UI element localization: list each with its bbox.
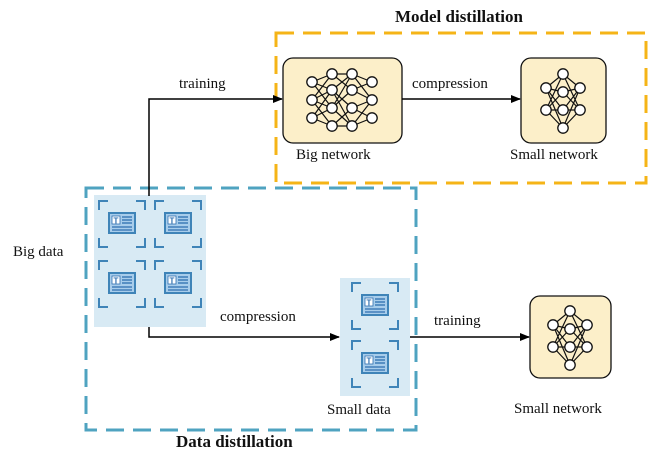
training-edge-label-bottom: training [434, 313, 481, 329]
small-network-label-bottom: Small network [514, 401, 602, 417]
training-arrow-top [148, 95, 283, 196]
small-network-label-top: Small network [510, 147, 598, 163]
small-data-label: Small data [327, 402, 391, 418]
small-network-box-top [520, 57, 607, 144]
compression-edge-label-top: compression [412, 76, 488, 92]
data-distillation-title: Data distillation [176, 432, 293, 451]
big-network-label: Big network [296, 147, 371, 163]
small-network-box-bottom [529, 295, 612, 379]
compression-arrow-bottom [148, 327, 340, 341]
big-data-label: Big data [13, 244, 64, 260]
training-edge-label-top: training [179, 76, 226, 92]
compression-edge-label-bottom: compression [220, 309, 296, 325]
data-distillation-region [84, 186, 418, 432]
big-network-box [282, 57, 403, 144]
model-distillation-title: Model distillation [395, 7, 523, 26]
model-distillation-region [274, 31, 648, 185]
